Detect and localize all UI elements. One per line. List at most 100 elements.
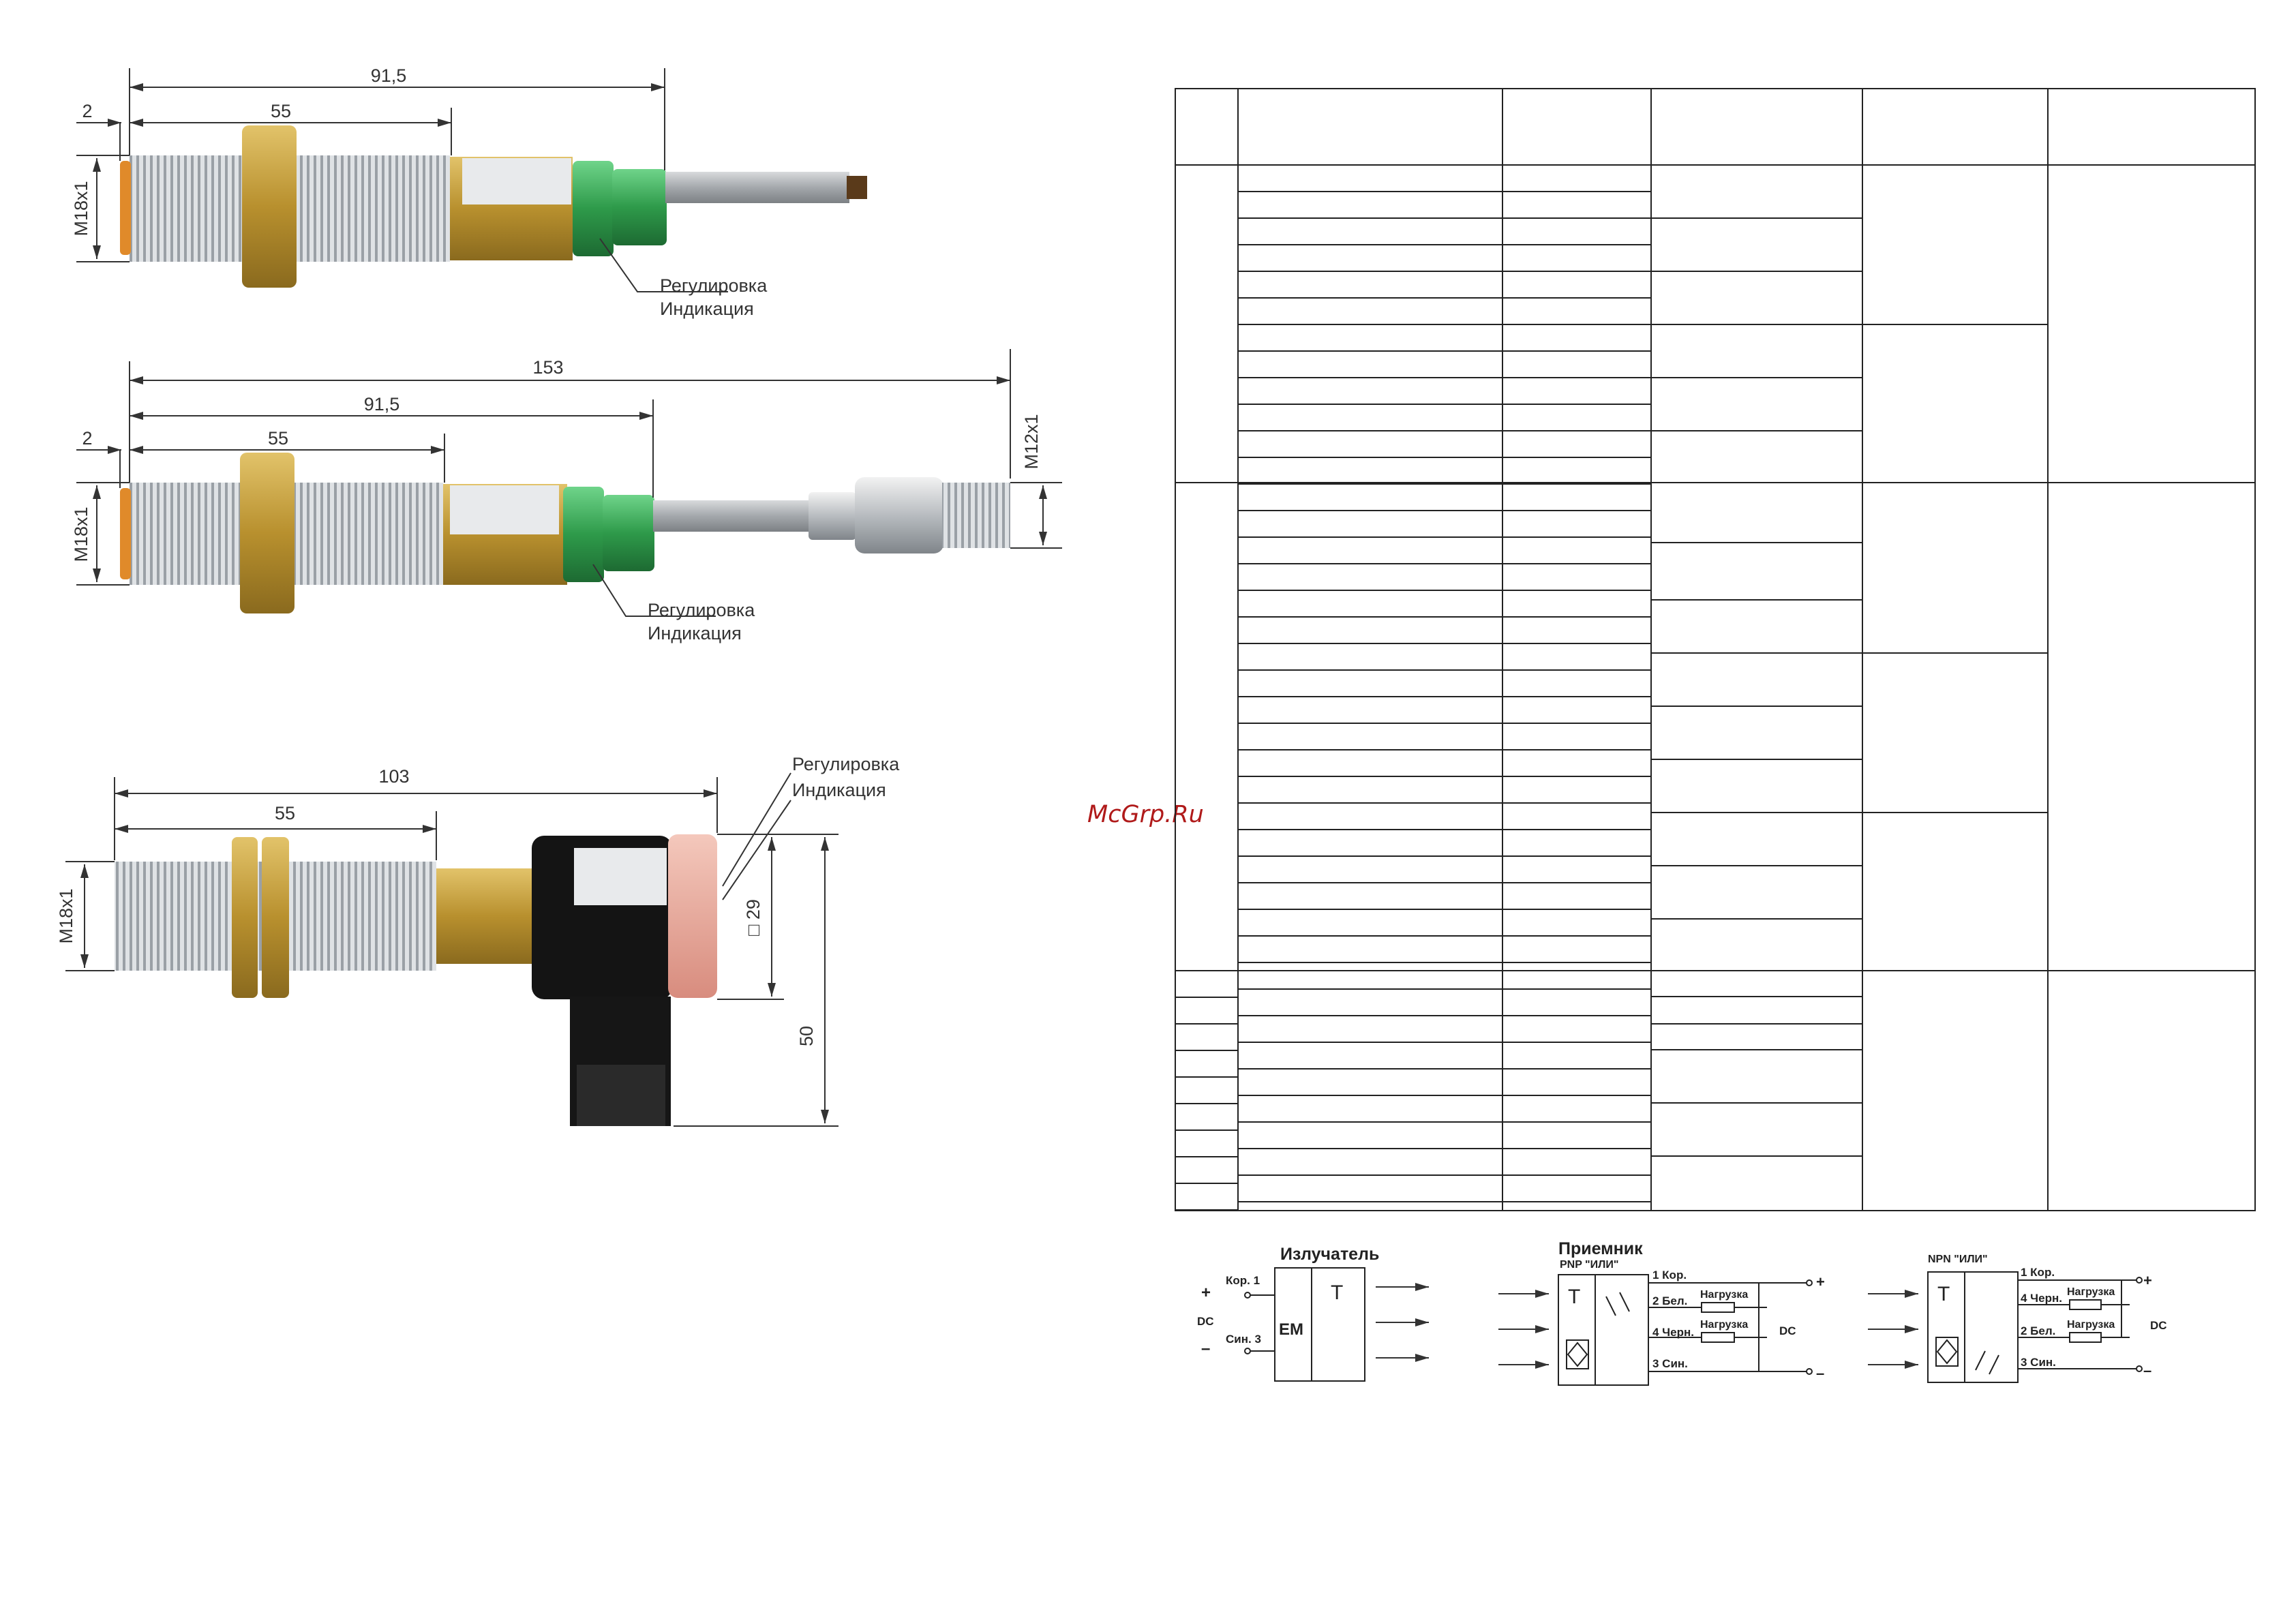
dim-thread-3: 55 — [275, 803, 295, 823]
sensor-1-cable — [665, 172, 849, 203]
label-indication-3: Индикация — [792, 780, 886, 800]
sensor-2-gland — [563, 487, 604, 582]
npn-pin4: 4 Черн. — [2021, 1292, 2062, 1305]
sensor-element-icon-npn — [1935, 1337, 1959, 1367]
sensor-3-leader-a — [722, 772, 791, 887]
emitter-t: T — [1331, 1281, 1343, 1304]
emitter-minus: – — [1201, 1339, 1210, 1358]
sensor-2-cable — [653, 500, 810, 532]
switch-icon — [1605, 1292, 1630, 1316]
dim-offset-2: 2 — [82, 428, 92, 449]
npn-minus: – — [2143, 1362, 2151, 1379]
emitter-pin3: Син. 3 — [1226, 1333, 1261, 1346]
sensor-element-icon — [1566, 1339, 1589, 1369]
load-2-icon-npn — [2069, 1332, 2102, 1343]
sensor-3-drawing: 103 55 M18x1 □ 29 50 Регулировка Индикац… — [56, 754, 900, 1127]
load-2-icon — [1701, 1332, 1735, 1343]
sensor-3-neck — [436, 868, 533, 964]
table-col4-lines — [1651, 217, 1862, 1157]
sensor-2-connector-body — [855, 477, 943, 553]
table-fine-rows — [1238, 191, 1651, 1202]
receiver-title: Приемник — [1558, 1239, 1643, 1258]
npn-pin2: 2 Бел. — [2021, 1324, 2055, 1337]
receiver-npn-t: T — [1937, 1283, 1950, 1305]
pnp-pin3: 3 Син. — [1652, 1357, 1688, 1370]
dim-total: 91,5 — [371, 65, 407, 86]
sensor-1-nut — [242, 125, 297, 288]
dim-offset: 2 — [82, 101, 92, 121]
sensor-2-nut — [240, 453, 294, 613]
sensor-3-window — [574, 848, 667, 905]
schematic-receiver-pnp: Приемник PNP "ИЛИ" T 1 Кор. 2 Бел. 4 Чер… — [1498, 1239, 1825, 1386]
emitter-box — [1274, 1267, 1365, 1382]
emitter-title: Излучатель — [1280, 1245, 1379, 1264]
sensor-1-window — [462, 158, 571, 204]
sensor-2-lens — [120, 488, 131, 579]
emitter-em: EM — [1279, 1320, 1303, 1339]
dim-thread: 55 — [271, 101, 291, 121]
pnp-minus: – — [1816, 1365, 1824, 1382]
sensor-1-gland — [573, 161, 614, 256]
label-adjust-3: Регулировка — [792, 754, 900, 774]
sensor-3-leader-b — [722, 800, 791, 900]
dim-thread-size-3: M18x1 — [56, 888, 76, 943]
emitter-plus: + — [1201, 1284, 1211, 1302]
sensor-1-leader — [599, 238, 728, 292]
sensor-3-nut-b — [262, 837, 289, 998]
pnp-plus: + — [1816, 1273, 1825, 1290]
receiver-npn-box — [1927, 1271, 2019, 1383]
receiver-pnp-subtitle: PNP "ИЛИ" — [1560, 1259, 1618, 1271]
receiver-pnp-t: T — [1568, 1286, 1580, 1308]
load-1-icon — [1701, 1302, 1735, 1313]
dim-connector-size: M12x1 — [1021, 414, 1042, 469]
table-col1-rows — [1175, 997, 1238, 1211]
npn-load1: Нагрузка — [2067, 1286, 2115, 1298]
watermark: McGrp.Ru — [1087, 801, 1204, 828]
sensor-3-nut-a — [232, 837, 258, 998]
spec-table — [1175, 88, 2256, 1211]
pnp-load1: Нагрузка — [1700, 1289, 1748, 1301]
label-indication-2: Индикация — [648, 623, 742, 643]
sensor-2-drawing: 153 91,5 55 2 M18x1 M12x1 Регулировка Ин… — [71, 349, 1062, 643]
schematic-receiver-npn: NPN "ИЛИ" T 1 Кор. 4 Черн. 2 Бел. 3 Син.… — [1868, 1254, 2167, 1383]
label-adjust-2: Регулировка — [648, 600, 755, 620]
npn-pin3: 3 Син. — [2021, 1356, 2056, 1369]
receiver-npn-subtitle: NPN "ИЛИ" — [1928, 1254, 1988, 1265]
sensor-1-gland-tip — [612, 169, 667, 245]
receiver-pnp-box — [1558, 1274, 1649, 1386]
sensor-2-gland-tip — [603, 495, 654, 571]
dim-height: 50 — [796, 1026, 817, 1046]
sensor-1-lens — [120, 161, 131, 255]
pnp-pin4: 4 Черн. — [1652, 1326, 1694, 1339]
dim-body-2: 91,5 — [364, 394, 400, 414]
pnp-dc: DC — [1779, 1324, 1796, 1337]
sensor-2-connector-neck — [809, 492, 856, 540]
sensor-3-head — [668, 834, 717, 998]
load-1-icon-npn — [2069, 1299, 2102, 1310]
sensor-1-cable-end — [847, 176, 867, 199]
sensor-2-leader — [592, 564, 716, 617]
label-indication: Индикация — [660, 299, 754, 319]
dim-total-3: 103 — [378, 766, 409, 787]
sensor-3-connector-ribs — [577, 1065, 665, 1126]
npn-dc: DC — [2150, 1319, 2167, 1332]
dim-head-size: □ 29 — [743, 899, 764, 936]
dim-total-2: 153 — [532, 357, 563, 378]
pnp-pin1: 1 Кор. — [1652, 1269, 1687, 1281]
dim-thread-size: M18x1 — [71, 181, 91, 236]
sensor-2-window — [450, 485, 559, 534]
label-adjust: Регулировка — [660, 275, 768, 296]
pnp-load2: Нагрузка — [1700, 1319, 1748, 1331]
dim-thread-size-2: M18x1 — [71, 506, 91, 562]
table-frame — [1175, 88, 2256, 1211]
pnp-pin2: 2 Бел. — [1652, 1294, 1687, 1307]
sensor-2-connector-thread — [942, 483, 1010, 548]
sensor-1-drawing: 91,5 55 2 M18x1 Регулировка Индикация — [71, 65, 867, 319]
emitter-pin1: Кор. 1 — [1226, 1274, 1260, 1287]
npn-plus: + — [2143, 1272, 2152, 1289]
npn-load2: Нагрузка — [2067, 1319, 2115, 1331]
npn-pin1: 1 Кор. — [2021, 1266, 2055, 1279]
switch-icon-npn — [1975, 1350, 1999, 1375]
emitter-dc: DC — [1197, 1315, 1214, 1328]
